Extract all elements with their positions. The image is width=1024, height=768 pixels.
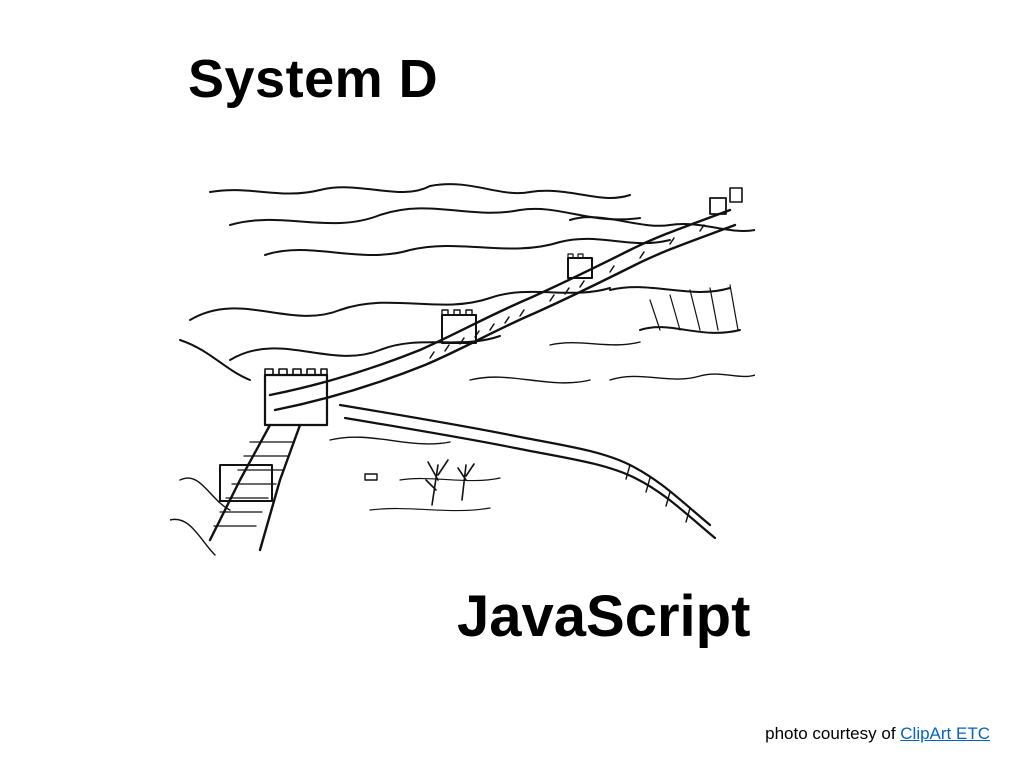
photo-credit: photo courtesy of ClipArt ETC [765,724,990,744]
clipart-etc-link[interactable]: ClipArt ETC [900,724,990,743]
slide-title: System D [188,49,439,109]
slide-subtitle: JavaScript [457,584,751,649]
great-wall-line-drawing-icon [169,180,756,568]
photo-credit-prefix: photo courtesy of [765,724,901,743]
